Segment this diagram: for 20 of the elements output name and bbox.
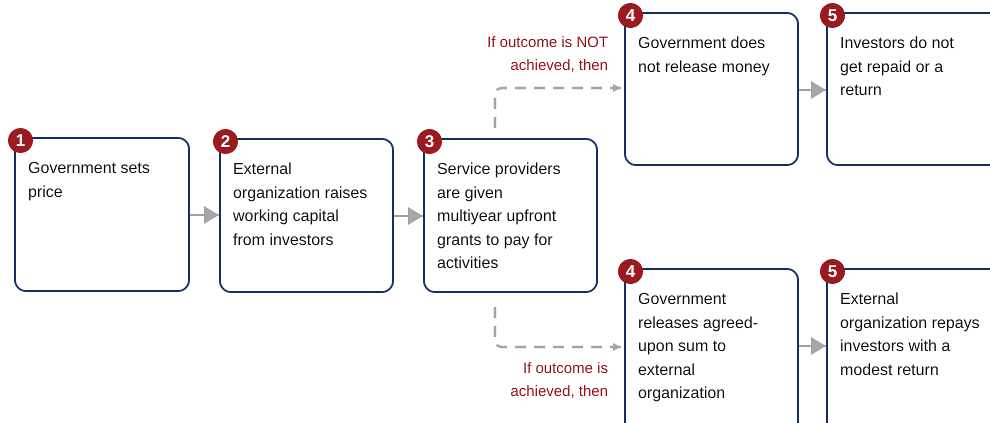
step-number: 4	[618, 259, 643, 284]
step-text: External organization raises working capital from investors	[233, 160, 368, 250]
step-text: Government sets price	[28, 159, 151, 202]
step-text: Investors do not get repaid or a return	[840, 34, 955, 101]
step-number: 3	[417, 129, 442, 154]
step-text: Government releases agreed-upon sum to external organization	[638, 290, 760, 404]
step-text: External organization repays investors with a modest return	[840, 290, 980, 380]
dashed-arrow	[494, 84, 621, 128]
dashed-arrow	[494, 307, 621, 351]
step-text: Government does not release money	[638, 34, 771, 78]
arrow	[394, 208, 423, 224]
step-number: 5	[820, 259, 845, 284]
step-number: 5	[820, 3, 845, 28]
step-number: 4	[618, 3, 643, 28]
step-number: 1	[8, 128, 33, 153]
step-number: 2	[213, 129, 238, 154]
arrow	[799, 82, 826, 98]
arrow	[799, 338, 826, 354]
arrow	[190, 208, 219, 222]
step-text: Service providers are given multiyear upfront grants to pay for activities	[437, 160, 562, 274]
